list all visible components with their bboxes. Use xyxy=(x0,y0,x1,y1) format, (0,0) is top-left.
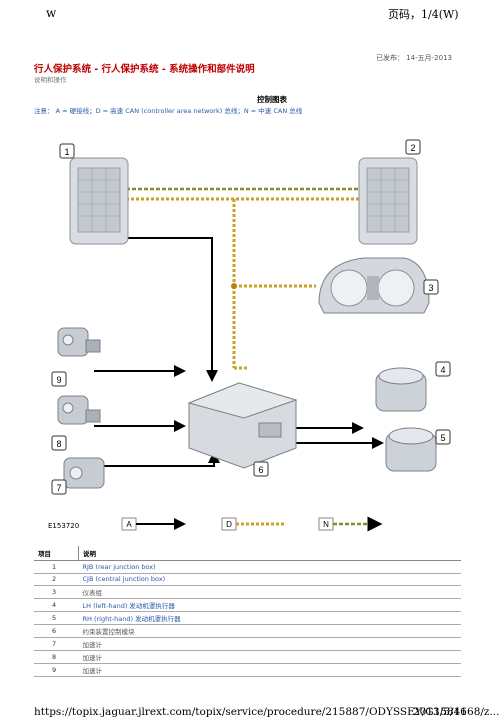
control-diagram: 1 2 3 4 5 6 7 8 9 A D N xyxy=(51,139,451,532)
footer-date: 2013/5/16 xyxy=(413,706,467,718)
svg-text:A: A xyxy=(126,520,132,529)
header-desc: 说明 xyxy=(78,546,461,561)
callout-6: 6 xyxy=(253,461,269,477)
callout-1: 1 xyxy=(59,143,75,159)
svg-text:9: 9 xyxy=(56,375,61,385)
accelerometer-7 xyxy=(63,457,105,489)
instrument-cluster xyxy=(318,257,430,314)
accelerometer-9 xyxy=(57,327,101,357)
rjb-module xyxy=(69,157,129,245)
svg-text:1: 1 xyxy=(64,147,69,157)
callout-4: 4 xyxy=(435,361,451,377)
page-subtitle: 说明和操作 xyxy=(34,76,67,84)
row-item: 4 xyxy=(34,598,79,613)
row-item: 1 xyxy=(34,560,79,574)
figure-id: E153720 xyxy=(48,522,80,530)
page-title: 行人保护系统 - 行人保护系统 - 系统操作和部件说明 xyxy=(34,64,255,75)
hardwire-lines xyxy=(94,237,384,467)
callout-5: 5 xyxy=(435,429,451,445)
diagram-note: 注意： A = 硬接线；D = 高速 CAN (controller area … xyxy=(34,107,303,115)
row-desc: CJB (central junction box) xyxy=(78,573,461,587)
row-item: 5 xyxy=(34,611,79,626)
row-desc: LH (left-hand) 发动机罩执行器 xyxy=(78,598,461,613)
row-item: 9 xyxy=(34,663,79,678)
row-desc: 加速计 xyxy=(78,637,461,652)
row-desc: 仪表组 xyxy=(78,585,461,600)
row-desc: RH (right-hand) 发动机罩执行器 xyxy=(78,611,461,626)
hs-can-bus xyxy=(126,197,359,370)
row-item: 8 xyxy=(34,650,79,665)
diagram-title: 控制图表 xyxy=(257,95,287,104)
row-desc: 加速计 xyxy=(78,663,461,678)
row-desc: 约束装置控制模块 xyxy=(78,624,461,639)
rh-bonnet-actuator xyxy=(385,427,437,472)
row-item: 7 xyxy=(34,637,79,652)
svg-text:7: 7 xyxy=(56,483,61,493)
table-header-row: 项目 说明 xyxy=(34,546,461,561)
row-desc: RJB (rear junction box) xyxy=(78,560,461,574)
svg-text:3: 3 xyxy=(428,283,433,293)
published-date: 已发布： 14-五月-2013 xyxy=(376,54,452,62)
callout-labels: 1 2 3 4 5 6 7 8 9 xyxy=(51,139,451,495)
bus-junction-dot xyxy=(231,283,237,289)
row-desc: 加速计 xyxy=(78,650,461,665)
svg-text:D: D xyxy=(226,520,232,529)
svg-text:5: 5 xyxy=(440,433,445,443)
callout-9: 9 xyxy=(51,371,67,387)
line-legend: A D N xyxy=(121,516,383,532)
svg-text:2: 2 xyxy=(410,143,415,153)
header-left: w xyxy=(46,6,57,20)
accelerometer-8 xyxy=(57,395,101,425)
callout-2: 2 xyxy=(405,139,421,155)
svg-text:8: 8 xyxy=(56,439,61,449)
lh-bonnet-actuator xyxy=(375,367,427,412)
header-page-number: 页码，1/4(W) xyxy=(388,8,459,21)
header-item: 项目 xyxy=(34,546,79,561)
row-item: 2 xyxy=(34,573,79,587)
callout-8: 8 xyxy=(51,435,67,451)
row-item: 3 xyxy=(34,585,79,600)
row-item: 6 xyxy=(34,624,79,639)
svg-text:6: 6 xyxy=(258,465,263,475)
svg-text:4: 4 xyxy=(440,365,445,375)
cjb-module xyxy=(358,157,418,245)
callout-7: 7 xyxy=(51,479,67,495)
footer-url[interactable]: https://topix.jaguar.jlrext.com/topix/se… xyxy=(34,706,500,718)
restraints-control-module xyxy=(187,382,298,469)
callout-3: 3 xyxy=(423,279,439,295)
svg-text:N: N xyxy=(323,520,329,529)
